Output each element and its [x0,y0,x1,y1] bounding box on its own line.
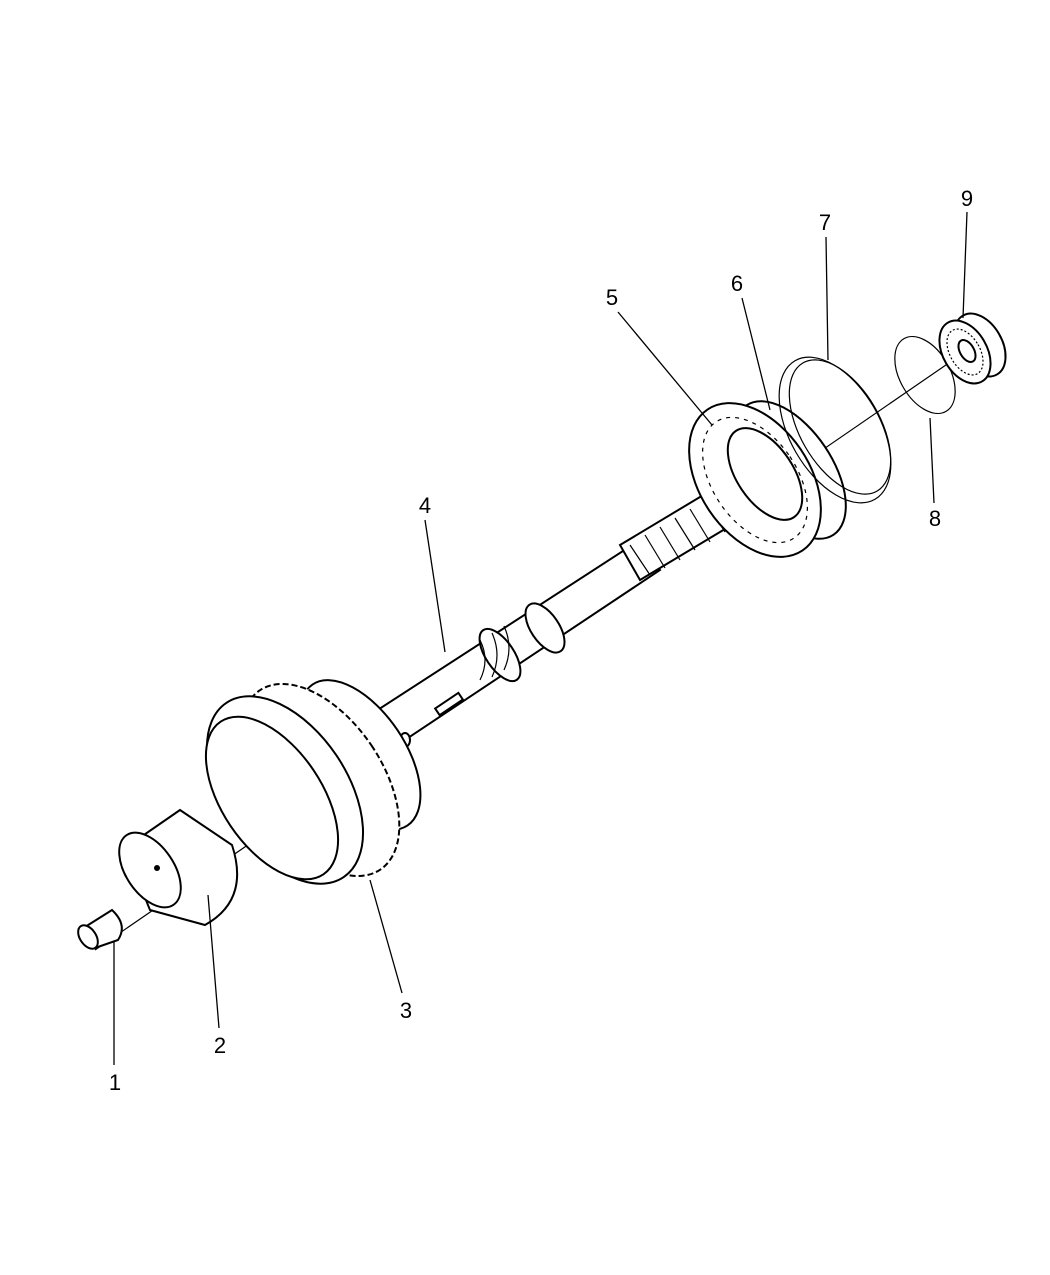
callout-8: 8 [929,506,941,531]
callout-7: 7 [819,210,831,235]
callout-3: 3 [400,998,412,1023]
callout-9: 9 [961,186,973,211]
callout-5: 5 [606,285,618,310]
part-7-retainer [778,356,892,504]
callout-4: 4 [419,493,431,518]
part-5-bearing [688,400,847,558]
part-3-gear [204,679,422,885]
callout-6: 6 [731,271,743,296]
callout-2: 2 [214,1033,226,1058]
callout-1: 1 [109,1070,121,1095]
leader-lines [113,211,968,1065]
part-2-sleeve [118,808,239,927]
part-9-bearing [938,312,1007,385]
part-1-bushing [77,908,123,950]
keyway-slot [433,691,465,717]
